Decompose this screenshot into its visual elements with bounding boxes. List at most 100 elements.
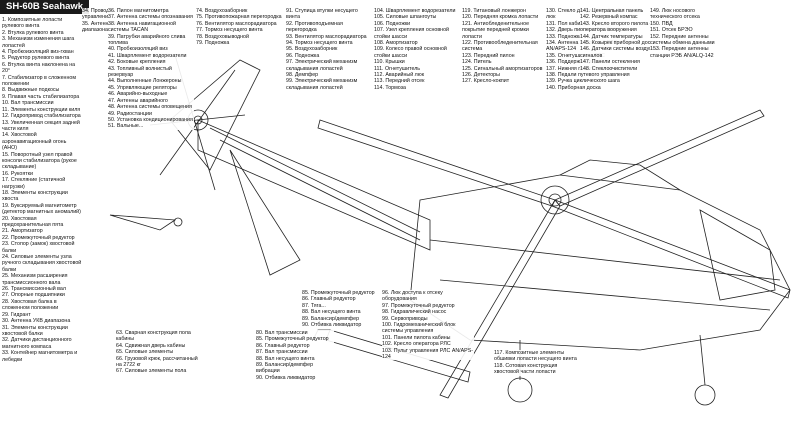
legend-item: 98. Гидравлический насос <box>382 309 474 316</box>
legend-item: 153. Передние антенны станции РЭБ AN/ALQ… <box>650 46 724 60</box>
legend-item: 117. Композитные элементы обшивки лопаст… <box>494 350 580 363</box>
legend-item: 99. Сервоприводы <box>382 315 474 323</box>
legend-item: 13. Увеличенная секция задней части киля <box>2 119 82 133</box>
legend-item: 94. Тормоз несущего винта <box>286 40 372 47</box>
legend-item: 21. Амортизатор <box>2 228 82 235</box>
legend-item: 48. Антенна системы оповещения <box>108 104 194 111</box>
legend-item: 126. Детекторы <box>462 72 546 79</box>
legend-item: 75. Противопожарная перегородка <box>196 14 284 21</box>
legend-item: 93. Вентилятор маслорадиатора <box>286 33 372 41</box>
legend-item: 113. Передний отсек <box>374 78 460 85</box>
legend-item: 88. Вал несущего винта <box>302 309 392 316</box>
legend-item: 146. Датчики системы воздушных сигналов <box>580 46 664 60</box>
legend-item: 29. Гидрант <box>2 311 82 319</box>
legend-item: 5. Редуктор рулевого винта <box>2 55 82 62</box>
legend-item: 49. Радиостанции <box>108 110 194 117</box>
tail-boom <box>197 119 431 251</box>
legend-item: 96. Подножка <box>286 52 372 60</box>
legend-item: 149. Люк носового технического отсека <box>650 8 724 21</box>
legend-item: 30. Антенна УКВ диапазона <box>2 318 82 325</box>
legend-item: 39. Патрубки аварийного сл­ива топлива <box>108 33 194 47</box>
tail-pylon <box>169 59 301 276</box>
legend-item: 97. Промежуточный редуктор <box>382 302 474 310</box>
legend-item: 96. Люк доступа к отсеку оборудования <box>382 290 474 303</box>
legend-item: 37. Антенна системы опознавания <box>108 14 194 21</box>
legend-item: 141. Центральная панель <box>580 8 664 15</box>
legend-item: 142. Резервный компас <box>580 14 664 21</box>
legend-item: 78. Воздуховыводной <box>196 33 284 41</box>
legend-item: 33. Контейнер магнитометра и лебедки <box>2 350 82 363</box>
legend-item: 51. Вальные... <box>108 123 194 130</box>
legend-item: 110. Крышки <box>374 59 460 66</box>
legend-item: 20. Хвостовая предохранительная пята <box>2 215 82 229</box>
legend-item: 10. Вал трансмиссии <box>2 100 82 107</box>
legend-item: 6. Втулка винта наклонена на 20° <box>2 61 82 75</box>
legend-item: 98. Демпфер <box>286 72 372 79</box>
legend-item: 101. Панели пилота кабины <box>382 334 474 342</box>
legend-item: 152. Передние антенны системы обмена дан… <box>650 33 724 47</box>
legend-item: 43. Топливный в­олнистый резервуар <box>108 65 194 79</box>
legend-item: 114. Тормоза <box>374 84 460 92</box>
legend-item: 31. Элементы конструкции хвостовой балки <box>2 324 82 338</box>
legend-item: 27. Опорные подшипники <box>2 292 82 299</box>
legend-item: 4. Пробкоизоляций виз-гхван <box>2 49 82 56</box>
legend-item: 139. Ручка циклического шага <box>546 78 630 85</box>
legend-item: 16. Рукоятки <box>2 170 82 178</box>
legend-item: 143. Кресло второго пилота — оператора в… <box>580 20 664 34</box>
legend-item: 89. Балансир/демпфер вибрации <box>256 362 334 375</box>
legend-item: 50. Установка кондиционирования <box>108 116 194 124</box>
legend-item: 38. Антенна навигационной системы TACAN <box>108 20 194 34</box>
legend-item: 87. Тяга... <box>302 302 392 310</box>
legend-item: 26. Трансмиссионный вал <box>2 286 82 293</box>
legend-item: 119. Титановый лонжерон <box>462 8 546 15</box>
legend-item: 88. Вал несущего винта <box>256 355 334 363</box>
legend-item: 65. Силовые элементы <box>116 349 202 356</box>
legend-item: 1. Композитные лопасти рулевого винта <box>2 17 82 30</box>
legend-item: 124. Пит­ель <box>462 59 546 66</box>
legend-item: 64. Сдвижная дверь кабины <box>116 342 202 350</box>
legend-item: 102. Кресло оператора РЛС <box>382 341 474 348</box>
main-rotor-blades <box>317 109 791 399</box>
legend-item: 148. Стеклоочистители <box>580 65 664 73</box>
legend-item: 111. Огнетушитель <box>374 65 460 73</box>
legend-item: 90. Отбивка ликвидатор <box>302 322 392 329</box>
legend-item: 66. Грузовой крюк, рассчитанный на 2722 … <box>116 355 202 369</box>
legend-item: 104. Шварплемент водорезатели <box>374 8 460 15</box>
legend-item: 15. Поворотный узел правой консоли стаби… <box>2 151 82 171</box>
legend-item: 140. Приборная доска <box>546 84 630 92</box>
legend-item: 45. Упрявляющие реляторы <box>108 84 194 92</box>
legend-item: 40. Пробкоизоляций виз <box>108 46 194 53</box>
legend-item: 2. Втулка рулевого винта <box>2 29 82 37</box>
legend-item: 95. Воздухозаборник <box>286 46 372 53</box>
legend-item: 77. Тормоз несущего винта <box>196 27 284 34</box>
legend-item: 22. Промежуточный редуктор <box>2 234 82 242</box>
legend-item: 46. Аварийно-выходные <box>108 91 194 98</box>
legend-item: 106. Подножки <box>374 20 460 28</box>
legend-item: 92. Противоподъемная перегородка <box>286 20 372 34</box>
legend-item: 23. Стопор (замок) хвостовой балки <box>2 241 82 255</box>
legend-item: 9. Плавая часть стабилизатора <box>2 93 82 101</box>
magnetometer-probe <box>109 214 183 231</box>
legend-item: 42. Боковые крепления <box>108 59 194 66</box>
legend-item: 97. Электрический механизм складывания л… <box>286 59 372 73</box>
legend-item: 18. Элементы конструкции хвоста <box>2 189 82 203</box>
diagram-title: SH-60B Seahawk <box>0 0 90 14</box>
legend-item: 63. Сварная конструкция пола кабины <box>116 330 202 343</box>
legend-item: 44. Выполненные Лонжероны <box>108 78 194 85</box>
legend-item: 24. Силовые элементы узла ручного склады… <box>2 254 82 274</box>
legend-item: 86. Главный редуктор <box>256 342 334 350</box>
legend-item: 76. Вентилятор маслорадиатора <box>196 20 284 28</box>
legend-item: 120. Передняя кромка лопасти <box>462 14 546 21</box>
legend-item: 109. Колесо правой основной стойки шасси <box>374 46 460 60</box>
legend-item: 89. Балансир/демпфер <box>302 315 392 323</box>
legend-item: 17. Стекляние (статичной нагрузки) <box>2 177 82 190</box>
legend-item: 91. Ступица втулки несущего винта <box>286 8 372 21</box>
